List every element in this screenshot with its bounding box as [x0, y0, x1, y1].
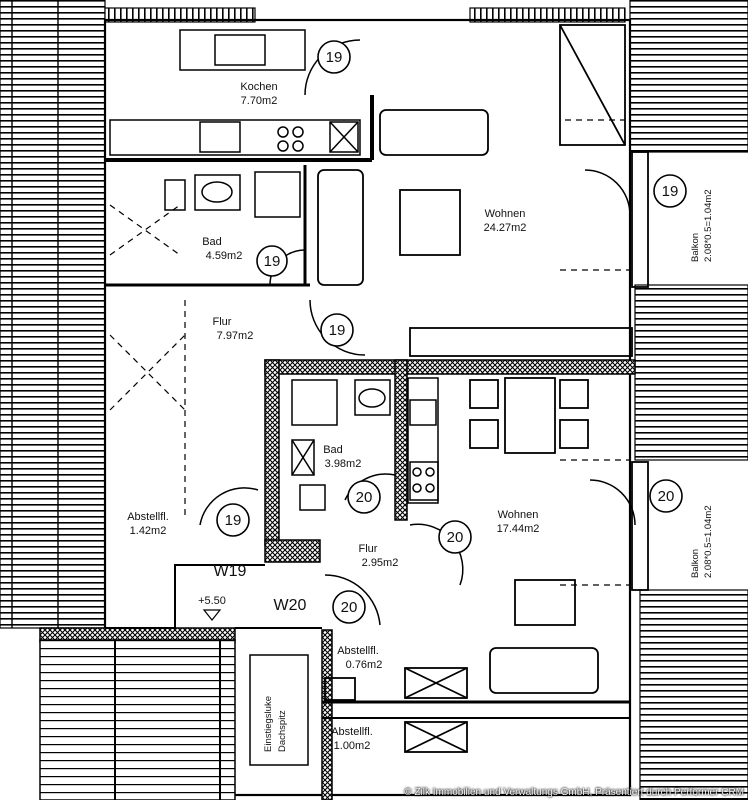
- room-area-flur-top: 7.97m2: [217, 330, 254, 342]
- unit-bubble-bad-bottom: 20: [347, 480, 381, 514]
- room-area-wohnen-top: 24.27m2: [484, 222, 527, 234]
- unit-bubble-bad-top: 19: [256, 245, 288, 277]
- room-name-abstellfl-small: Abstellfl.: [337, 645, 379, 657]
- svg-text:20: 20: [356, 489, 373, 506]
- svg-text:19: 19: [662, 183, 679, 200]
- room-area-abstellfl-left: 1.42m2: [130, 525, 167, 537]
- room-name-balkon-top: Balkon: [690, 233, 701, 262]
- walls: [39, 18, 636, 800]
- room-dims-balkon-top: 2.08*0.5=1.04m2: [703, 189, 714, 262]
- unit-bubble-balkon-bottom: 20: [649, 479, 683, 513]
- unit-label-w20: W20: [274, 597, 307, 614]
- kitchen-fixtures: [109, 29, 361, 156]
- room-area-bad-bottom: 3.98m2: [325, 458, 362, 470]
- room-name-bad-bottom: Bad: [323, 444, 343, 456]
- unit-bubble-balkon-top: 19: [653, 174, 687, 208]
- room-name-abstellfl-left: Abstellfl.: [127, 511, 169, 523]
- room-area-bad-top: 4.59m2: [206, 250, 243, 262]
- svg-text:20: 20: [447, 529, 464, 546]
- unit-bubble-flur-top: 19: [320, 313, 354, 347]
- living-bottom-furniture: [324, 377, 599, 753]
- room-name-wohnen-bottom: Wohnen: [498, 509, 539, 521]
- svg-text:19: 19: [326, 49, 343, 66]
- svg-text:19: 19: [264, 253, 281, 270]
- unit-bubble-wohnen-bottom: 20: [438, 520, 472, 554]
- unit-bubble-kochen: 19: [317, 40, 351, 74]
- roof-right: [629, 0, 748, 800]
- room-area-abstellfl-small: 0.76m2: [346, 659, 383, 671]
- living-top-furniture: [317, 24, 633, 357]
- bath-bottom-fixtures: [291, 379, 391, 511]
- roof-top: [104, 7, 626, 23]
- room-name-abstellfl-bottom: Abstellfl.: [331, 726, 373, 738]
- level-label: +5.50: [198, 595, 226, 607]
- hatch-label-line1: Einstiegsluke: [263, 696, 274, 752]
- unit-label-w19: W19: [214, 563, 247, 580]
- room-dims-balkon-bottom: 2.08*0.5=1.04m2: [703, 505, 714, 578]
- room-name-bad-top: Bad: [202, 236, 222, 248]
- room-area-abstellfl-bottom: 1.00m2: [334, 740, 371, 752]
- svg-text:20: 20: [658, 488, 675, 505]
- hatch-label-line2: Dachspitz: [277, 710, 288, 752]
- svg-text:19: 19: [225, 512, 242, 529]
- bath-top-fixtures: [164, 171, 301, 218]
- room-name-balkon-bottom: Balkon: [690, 549, 701, 578]
- copyright-notice: © Zilk Immobilien und Verwaltungs GmbH, …: [404, 787, 744, 798]
- level-marker-icon: [202, 609, 222, 621]
- roof-left: [0, 0, 106, 629]
- room-name-flur-bottom: Flur: [359, 543, 378, 555]
- room-area-wohnen-bottom: 17.44m2: [497, 523, 540, 535]
- balcony-strips: [631, 151, 649, 591]
- room-name-flur-top: Flur: [213, 316, 232, 328]
- unit-bubble-flur-bottom: 20: [332, 590, 366, 624]
- room-name-wohnen-top: Wohnen: [485, 208, 526, 220]
- svg-text:20: 20: [341, 599, 358, 616]
- unit-bubble-abstell-left: 19: [216, 503, 250, 537]
- kitchen-bottom-fixtures: [407, 377, 439, 504]
- room-area-flur-bottom: 2.95m2: [362, 557, 399, 569]
- room-name-kochen: Kochen: [240, 81, 277, 93]
- svg-text:19: 19: [329, 322, 346, 339]
- room-area-kochen: 7.70m2: [241, 95, 278, 107]
